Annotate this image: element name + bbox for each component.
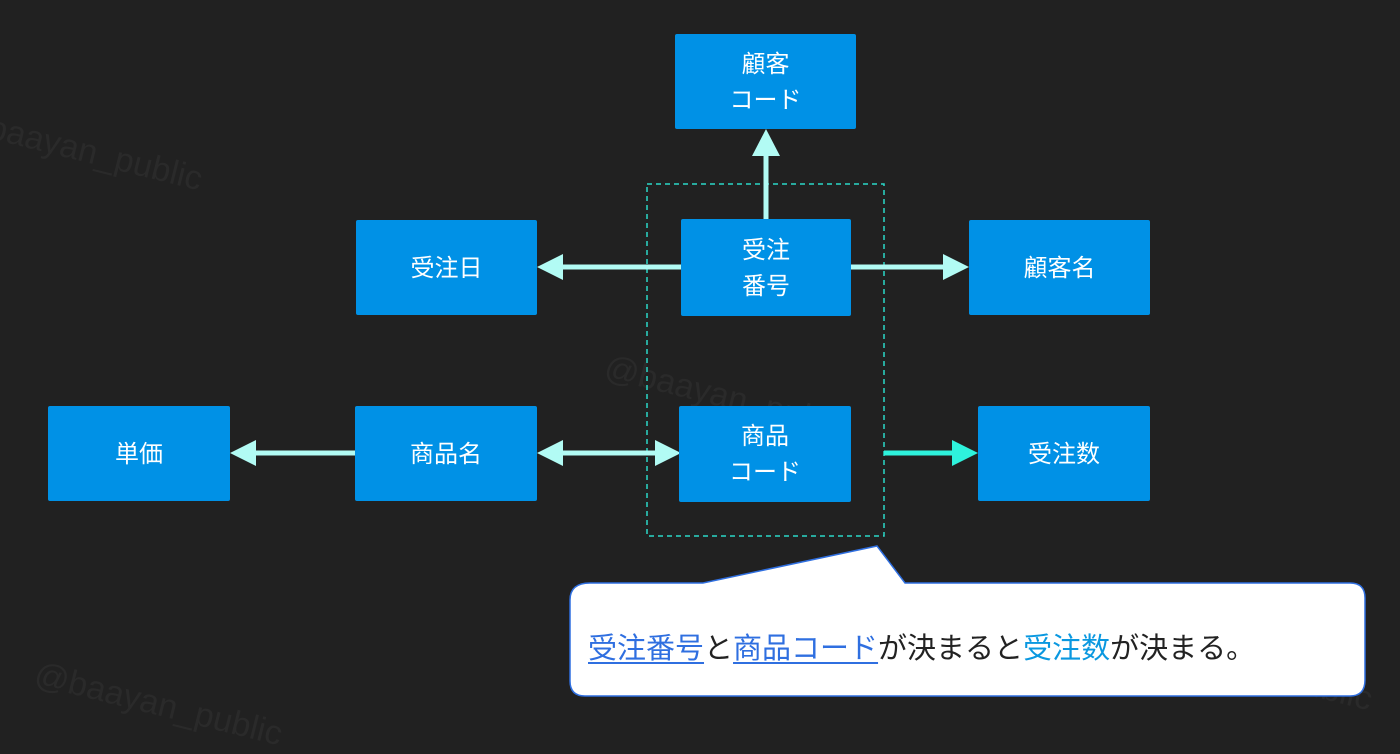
node-product-code: 商品 コード [679, 406, 851, 502]
connector-layer [230, 129, 978, 537]
node-label: 単価 [115, 439, 163, 468]
node-unit-price: 単価 [48, 406, 230, 501]
node-label: 商品 コード [729, 422, 801, 486]
arrowhead-left [537, 254, 563, 280]
arrowhead-left [230, 440, 256, 466]
node-label: 商品名 [410, 439, 482, 468]
callout-text: 受注番号と商品コードが決まると受注数が決まる。 [588, 625, 1255, 667]
node-product-name: 商品名 [355, 406, 537, 501]
node-order-quantity: 受注数 [978, 406, 1150, 501]
node-customer-code: 顧客 コード [675, 34, 856, 129]
callout-bubble [569, 545, 1366, 697]
callout-text-part: が決まる。 [1110, 631, 1256, 665]
link-product-code[interactable]: 商品コード [733, 631, 879, 665]
arrowhead-right [952, 440, 978, 466]
node-label: 受注日 [410, 253, 483, 282]
link-order-number[interactable]: 受注番号 [588, 631, 705, 665]
highlight-order-quantity: 受注数 [1023, 631, 1111, 665]
arrowhead-up [752, 129, 780, 156]
node-label: 受注数 [1028, 439, 1100, 468]
node-customer-name: 顧客名 [969, 220, 1150, 315]
arrowhead-left [537, 440, 563, 466]
callout-text-part: が決まると [878, 631, 1024, 665]
arrowhead-right [943, 254, 969, 280]
node-label: 顧客名 [1023, 253, 1096, 282]
node-label: 顧客 コード [729, 49, 802, 114]
node-order-number: 受注 番号 [681, 219, 851, 316]
node-order-date: 受注日 [356, 220, 537, 315]
arrowhead-right [655, 440, 681, 466]
callout-text-part: と [704, 631, 734, 665]
node-label: 受注 番号 [742, 235, 790, 300]
